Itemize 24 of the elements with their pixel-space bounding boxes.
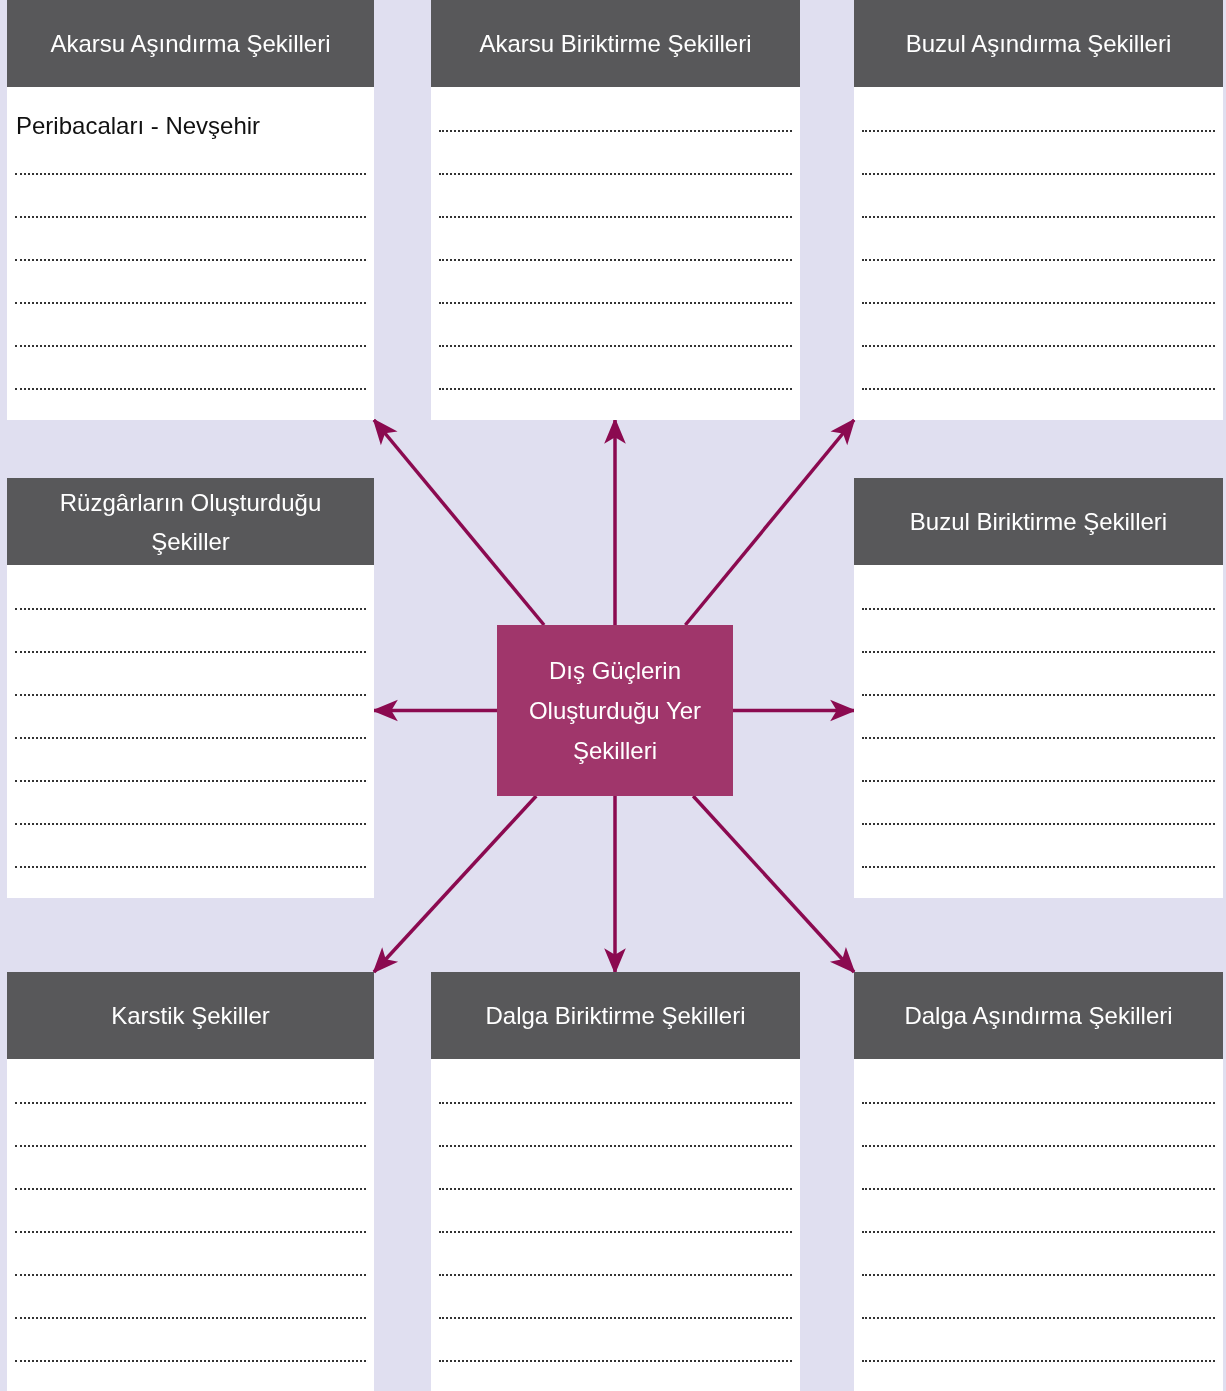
panel-header: Akarsu Aşındırma Şekilleri [7,0,374,87]
category-panel [7,478,374,898]
panel-header: Buzul Biriktirme Şekilleri [854,478,1223,565]
center-title: Dış Güçlerin Oluşturduğu Yer Şekilleri [527,655,703,766]
panel-header: Karstik Şekiller [7,972,374,1059]
arrow [691,794,856,974]
arrow [684,418,856,627]
panel-header: Buzul Aşındırma Şekilleri [854,0,1223,87]
arrow [604,796,626,975]
category-panel [7,0,374,420]
category-panel [854,972,1223,1391]
category-panel [7,972,374,1391]
entry-text: Peribacaları - Nevşehir [16,112,261,140]
category-panel [431,972,800,1391]
panel-header: Dalga Biriktirme Şekilleri [431,972,800,1059]
category-panel [854,478,1223,898]
center-box [497,625,733,796]
arrow [372,418,546,627]
panel-header: Akarsu Biriktirme Şekilleri [431,0,800,87]
panel-header: Dalga Aşındırma Şekilleri [854,972,1223,1059]
category-panel [854,0,1223,420]
panel-header: Rüzgârların Oluşturduğu Şekiller [7,478,374,565]
arrow [372,794,538,974]
category-panel [431,0,800,420]
